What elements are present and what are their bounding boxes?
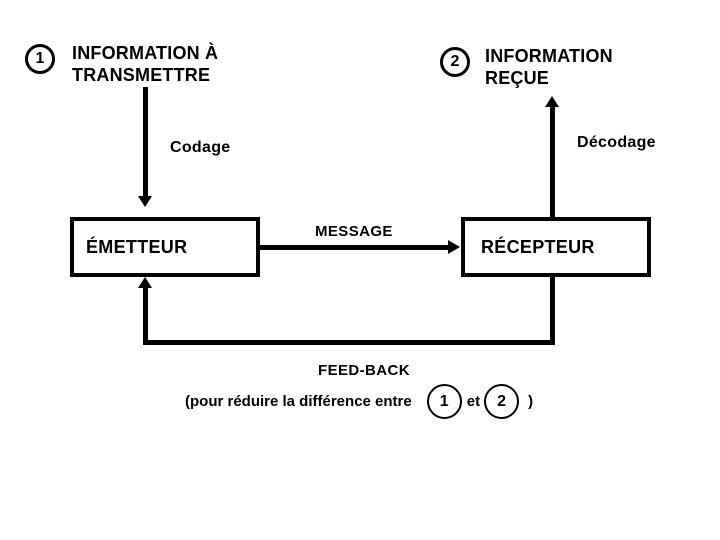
ref-1-badge: 1 bbox=[426, 384, 462, 419]
feedback-line-horizontal bbox=[143, 340, 555, 345]
step-1-badge: 1 bbox=[25, 44, 55, 74]
message-arrowhead-right-icon bbox=[448, 240, 460, 254]
feedback-note: (pour réduire la différence entre 1 et 2… bbox=[185, 384, 533, 419]
emetteur-label: ÉMETTEUR bbox=[86, 236, 188, 257]
decodage-label: Décodage bbox=[577, 134, 656, 151]
feedback-note-conjunction: et bbox=[466, 393, 481, 410]
feedback-line-right-vertical bbox=[550, 277, 555, 345]
message-arrow-line bbox=[260, 245, 448, 250]
step-1-number: 1 bbox=[35, 50, 45, 67]
feedback-note-prefix: (pour réduire la différence entre bbox=[185, 393, 412, 410]
step-2-badge: 2 bbox=[440, 47, 470, 77]
codage-arrow-line bbox=[143, 87, 148, 196]
recepteur-box: RÉCEPTEUR bbox=[461, 217, 651, 277]
message-label: MESSAGE bbox=[315, 223, 393, 240]
feedback-label: FEED-BACK bbox=[318, 362, 410, 379]
ref-2-badge: 2 bbox=[484, 384, 520, 419]
feedback-line-left-vertical bbox=[143, 288, 148, 345]
ref-2-number: 2 bbox=[497, 392, 507, 410]
codage-arrowhead-down-icon bbox=[138, 196, 152, 207]
feedback-arrowhead-up-icon bbox=[138, 277, 152, 288]
ref-1-number: 1 bbox=[439, 392, 449, 410]
information-received-label: INFORMATION REÇUE bbox=[485, 46, 613, 88]
feedback-note-suffix: ) bbox=[528, 393, 534, 410]
emetteur-box: ÉMETTEUR bbox=[70, 217, 260, 277]
step-2-number: 2 bbox=[450, 53, 460, 70]
decodage-arrowhead-up-icon bbox=[545, 96, 559, 107]
recepteur-label: RÉCEPTEUR bbox=[481, 236, 595, 257]
decodage-arrow-line bbox=[550, 107, 555, 217]
codage-label: Codage bbox=[170, 139, 231, 156]
information-to-transmit-label: INFORMATION À TRANSMETTRE bbox=[72, 43, 219, 85]
